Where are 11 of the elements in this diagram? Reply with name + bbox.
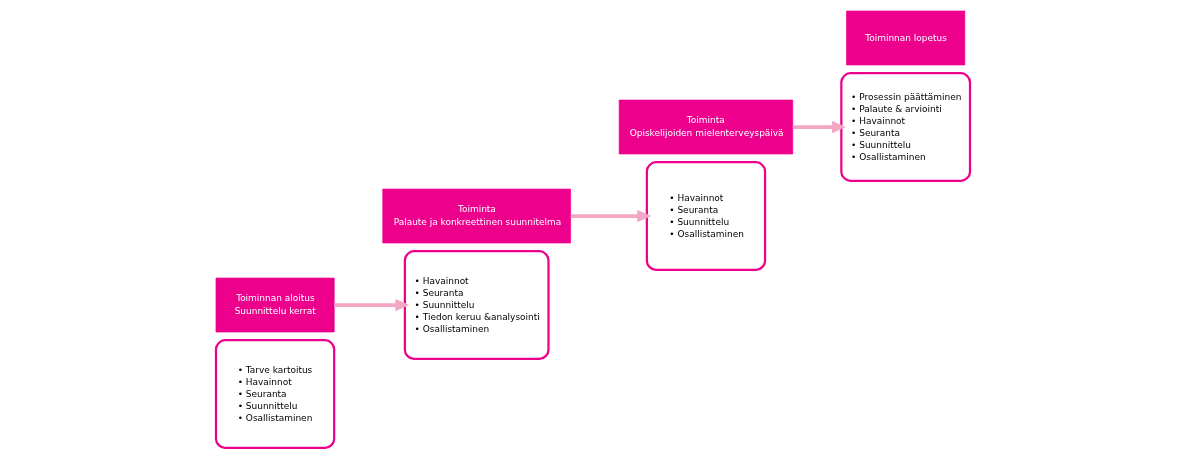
node-box: • Havainnot • Seuranta • Suunnittelu • Tiedon keruu &analysointi • Osallistaminen xyxy=(403,250,550,361)
arrow xyxy=(792,120,846,134)
node-box: Toiminta Opiskelijoiden mielenterveyspäivä xyxy=(618,99,794,155)
node-box: • Tarve kartoitus • Havainnot • Seuranta • Suunnittelu • Osallistaminen xyxy=(214,339,336,450)
arrow xyxy=(334,298,410,312)
node-box: Toiminnan aloitus Suunnittelu kerrat xyxy=(215,277,335,333)
node-box: • Havainnot • Seuranta • Suunnittelu • Osallistaminen xyxy=(645,161,767,271)
node-box: Toiminta Palaute ja konkreettinen suunnitelma xyxy=(382,188,571,244)
arrow xyxy=(570,209,652,223)
node-box: • Prosessin päättäminen • Palaute & arviointi • Havainnot • Seuranta • Suunnittelu • Osallistaminen xyxy=(840,72,972,182)
node-box: Toiminnan lopetus xyxy=(846,10,966,66)
